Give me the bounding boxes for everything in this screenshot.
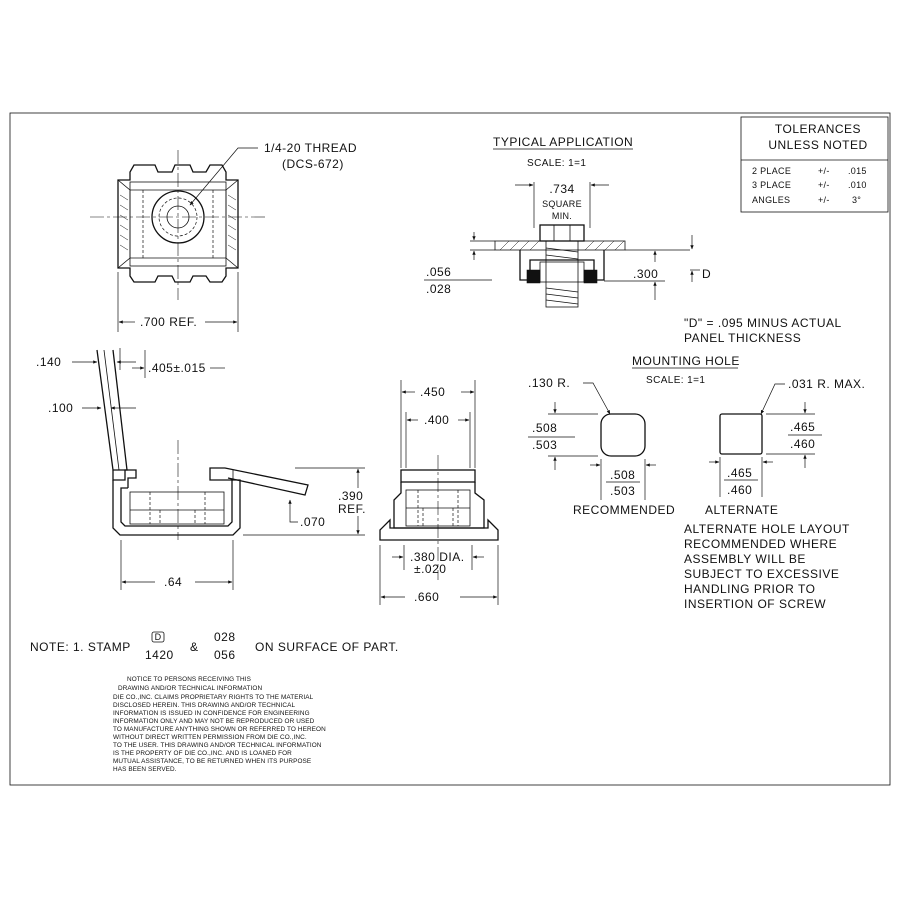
mounting-hole-scale: SCALE: 1=1 — [646, 375, 705, 386]
stamp-code-028: 028 — [214, 630, 236, 644]
tolerance-row-value: 3° — [852, 195, 861, 205]
alt-width-top: .465 — [727, 466, 752, 480]
typical-application-view: TYPICAL APPLICATION SCALE: 1=1 .734 SQUA… — [424, 135, 842, 345]
dim-140: .140 — [36, 355, 61, 369]
notice-line: DRAWING AND/OR TECHNICAL INFORMATION — [118, 685, 262, 692]
alt-note-line: SUBJECT TO EXCESSIVE — [684, 567, 839, 581]
alternate-hole — [719, 413, 763, 455]
rec-width-bottom: .503 — [610, 484, 635, 498]
recommended-hole — [600, 413, 646, 457]
stamp-ampersand: & — [190, 640, 199, 654]
dim-660: .660 — [414, 590, 439, 604]
notice-line: DISCLOSED HEREIN. THIS DRAWING AND/OR TE… — [113, 702, 295, 709]
tolerance-row-label: 3 PLACE — [752, 180, 791, 190]
dim-d-label: D — [702, 267, 711, 281]
square-dimension: .734 — [549, 182, 574, 196]
alt-note-line: RECOMMENDED WHERE — [684, 537, 837, 551]
alt-note-line: ASSEMBLY WILL BE — [684, 552, 806, 566]
stamp-note-prefix: NOTE: 1. STAMP — [30, 640, 131, 654]
dim-390-ref: REF. — [338, 502, 366, 516]
tolerances-block: TOLERANCES UNLESS NOTED 2 PLACE +/- .015… — [740, 116, 889, 213]
thread-callout: 1/4-20 THREAD — [264, 141, 357, 155]
d-formula-note-2: PANEL THICKNESS — [684, 331, 801, 345]
stamp-code-1420: 1420 — [145, 648, 174, 662]
tolerance-row-label: ANGLES — [752, 195, 790, 205]
rec-height-top: .508 — [532, 421, 557, 435]
proprietary-notice: NOTICE TO PERSONS RECEIVING THIS DRAWING… — [113, 676, 326, 773]
stamp-code-056: 056 — [214, 648, 236, 662]
mounting-hole-title: MOUNTING HOLE — [632, 354, 740, 368]
alt-note-line: INSERTION OF SCREW — [684, 597, 826, 611]
drawing-border — [9, 112, 891, 786]
recommended-label: RECOMMENDED — [573, 503, 675, 517]
width-ref-dimension: .700 REF. — [140, 315, 197, 329]
tolerances-subtitle: UNLESS NOTED — [768, 138, 867, 152]
tolerances-title: TOLERANCES — [775, 122, 861, 136]
radius-031: .031 R. MAX. — [788, 377, 865, 391]
notice-line: DIE CO.,INC. CLAIMS PROPRIETARY RIGHTS T… — [113, 694, 314, 701]
tolerance-row-sign: +/- — [818, 166, 830, 176]
notice-line: HAS BEEN SERVED. — [113, 766, 177, 773]
alternate-label: ALTERNATE — [705, 503, 778, 517]
dim-100: .100 — [48, 401, 73, 415]
dim-028: .028 — [426, 282, 451, 296]
tolerance-row-label: 2 PLACE — [752, 166, 791, 176]
die-logo-mark — [151, 631, 165, 643]
rec-width-top: .508 — [610, 468, 635, 482]
radius-130: .130 R. — [528, 376, 570, 390]
alt-height-bottom: .460 — [790, 437, 815, 451]
notice-line: INFORMATION IS ISSUED IN CONFIDENCE FOR … — [113, 710, 310, 717]
dim-380: .380 DIA. — [410, 550, 465, 564]
dim-390: .390 — [338, 489, 363, 503]
typical-application-title: TYPICAL APPLICATION — [493, 135, 633, 149]
notice-line: INFORMATION ONLY AND MAY NOT BE REPRODUC… — [113, 718, 315, 725]
tolerance-row-sign: +/- — [818, 180, 830, 190]
alt-width-bottom: .460 — [727, 483, 752, 497]
tolerance-row-value: .015 — [848, 166, 867, 176]
die-logo-letter: D — [155, 632, 162, 642]
notice-line: WITHOUT DIRECT WRITTEN PERMISSION FROM D… — [113, 734, 307, 741]
thread-spec: (DCS-672) — [282, 157, 344, 171]
min-label: MIN. — [552, 211, 572, 221]
notice-line: IS THE PROPERTY OF DIE CO.,INC. AND IS L… — [113, 750, 292, 757]
dim-450: .450 — [420, 385, 445, 399]
notice-line: TO THE USER. THIS DRAWING AND/OR TECHNIC… — [113, 742, 322, 749]
d-formula-note: "D" = .095 MINUS ACTUAL — [684, 316, 842, 330]
typical-application-scale: SCALE: 1=1 — [527, 158, 586, 169]
end-view: .450 .400 .380 DIA. ±.020 .660 — [379, 380, 499, 605]
side-view: .140 .100 .405±.015 .390 REF. .070 .64 — [36, 348, 366, 590]
dim-400: .400 — [424, 413, 449, 427]
dim-380-tolerance: ±.020 — [414, 562, 446, 576]
dim-070: .070 — [300, 515, 325, 529]
mounting-hole-view: MOUNTING HOLE SCALE: 1=1 .130 R. .508 .5… — [528, 354, 865, 611]
dim-300: .300 — [633, 267, 658, 281]
stamp-note: NOTE: 1. STAMP D 1420 & 028 056 ON SURFA… — [30, 630, 399, 662]
alt-note-line: ALTERNATE HOLE LAYOUT — [684, 522, 850, 536]
stamp-note-suffix: ON SURFACE OF PART. — [255, 640, 399, 654]
top-view: 1/4-20 THREAD (DCS-672) .700 REF. — [90, 141, 357, 332]
alt-note-line: HANDLING PRIOR TO — [684, 582, 815, 596]
dim-64: .64 — [164, 575, 182, 589]
tolerance-row-sign: +/- — [818, 195, 830, 205]
alt-height-top: .465 — [790, 420, 815, 434]
dim-405: .405±.015 — [148, 361, 206, 375]
notice-line: NOTICE TO PERSONS RECEIVING THIS — [127, 676, 251, 683]
notice-line: TO MANUFACTURE ANYTHING SHOWN OR REFERRE… — [113, 726, 326, 733]
tolerance-row-value: .010 — [848, 180, 867, 190]
square-label: SQUARE — [542, 199, 582, 209]
notice-line: MUTUAL ASSISTANCE, TO BE RETURNED WHEN I… — [113, 758, 311, 765]
dim-056: .056 — [426, 265, 451, 279]
rec-height-bottom: .503 — [532, 438, 557, 452]
